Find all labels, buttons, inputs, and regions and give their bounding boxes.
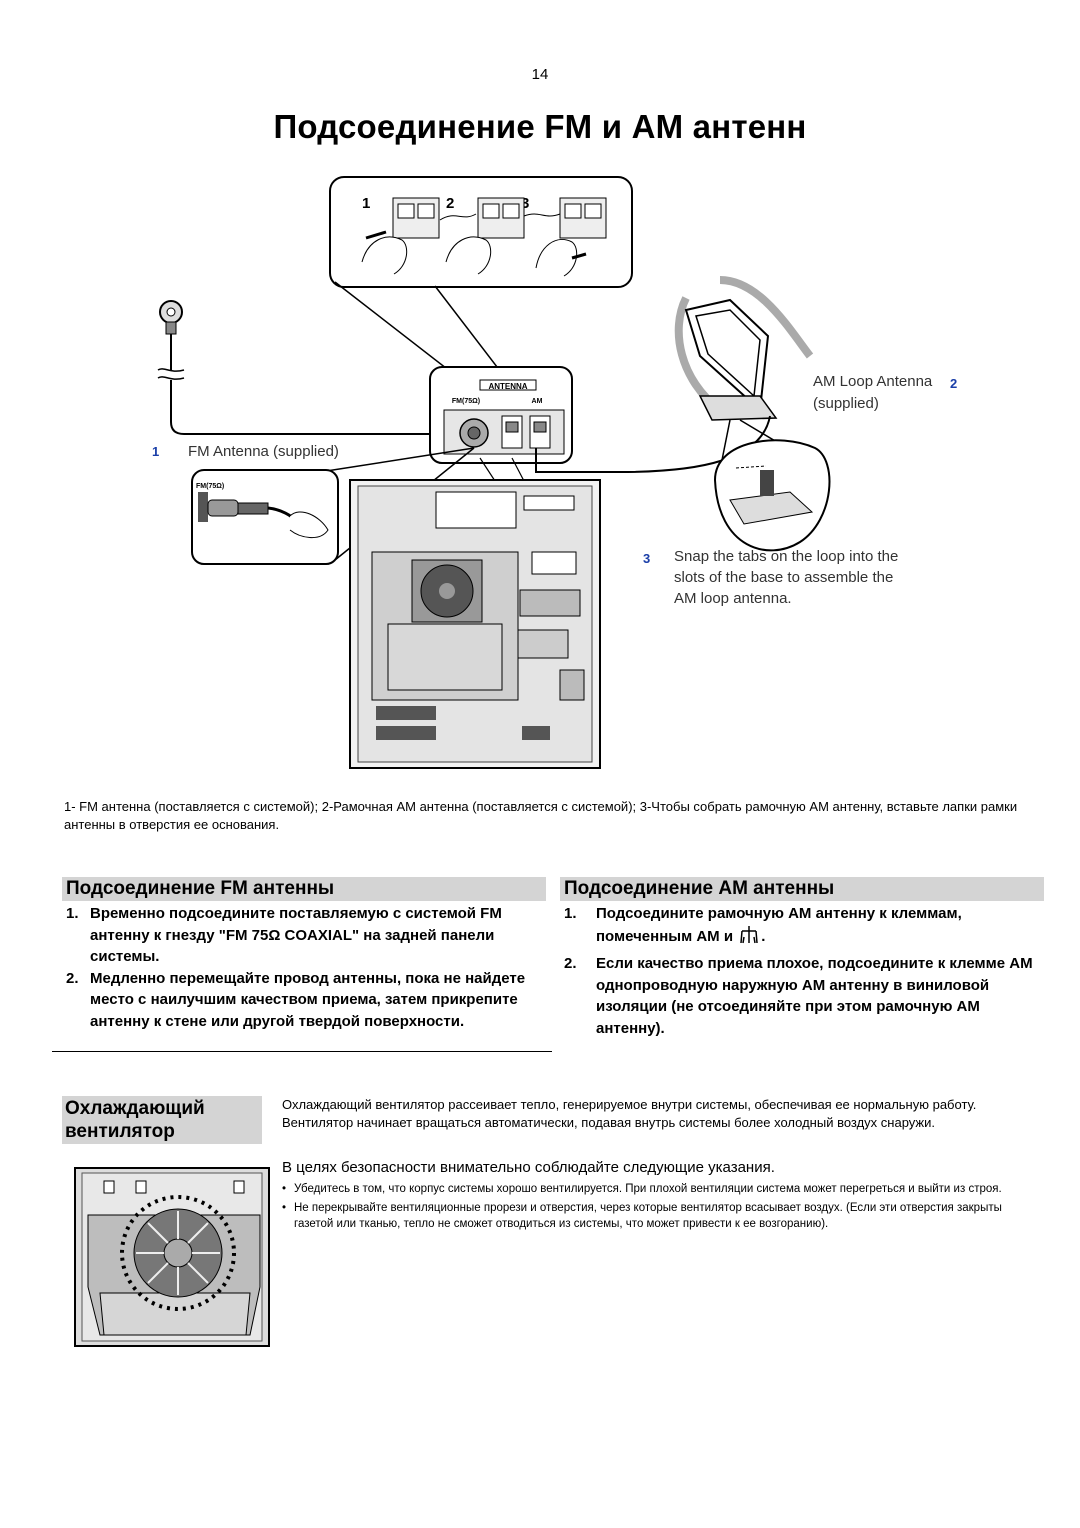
safety-bullets: Убедитесь в том, что корпус системы хоро…: [282, 1181, 1042, 1235]
am-loop-label-line2: (supplied): [813, 395, 879, 412]
step-number: 1.: [66, 905, 79, 922]
fm-step: 2. Медленно перемещайте провод антенны, …: [62, 968, 550, 1033]
step-number-2: 2: [446, 195, 454, 212]
safety-bullet: Убедитесь в том, что корпус системы хоро…: [282, 1181, 1042, 1198]
step-number-3: 3: [521, 195, 529, 212]
callout-number-1: 1: [152, 444, 159, 459]
callout-number-2: 2: [950, 376, 957, 391]
fm-section-heading: Подсоединение FM антенны: [62, 877, 546, 901]
am-step: 2. Если качество приема плохое, подсоеди…: [560, 953, 1050, 1039]
antenna-connection-diagram: 1 2 3 1 FM Antenna (supplied): [152, 176, 957, 769]
unit-rear-panel: [349, 457, 601, 769]
am-loop-antenna: [535, 276, 814, 473]
page-number: 14: [531, 66, 549, 83]
step-text-end: .: [761, 927, 766, 945]
safety-bullet: Не перекрывайте вентиляционные прорези и…: [282, 1200, 1042, 1233]
fm-steps-list: 1. Временно подсоедините поставляемую с …: [62, 903, 550, 1032]
am-section-heading: Подсоединение AM антенны: [560, 877, 1044, 901]
cooling-fan-illustration: [74, 1167, 270, 1347]
assembly-note-line3: AM loop antenna.: [674, 590, 792, 607]
antenna-terminal-panel: ANTENNA FM(75Ω) AM: [429, 366, 573, 464]
panel-label-am: AM: [532, 398, 543, 405]
fan-section-heading: Охлаждающий вентилятор: [62, 1096, 262, 1144]
fm-step: 1. Временно подсоедините поставляемую с …: [62, 903, 550, 968]
step-text: Если качество приема плохое, подсоединит…: [596, 955, 1033, 1037]
step-number: 2.: [66, 969, 79, 987]
step-number-1: 1: [362, 195, 370, 212]
fan-description: Охлаждающий вентилятор рассеивает тепло,…: [282, 1097, 977, 1130]
panel-label-antenna: ANTENNA: [488, 382, 527, 391]
ground-terminal-icon: [740, 925, 758, 943]
step-text: Подсоедините рамочную AM антенну к клемм…: [596, 905, 962, 945]
callout-number-3: 3: [643, 551, 650, 566]
step-number: 2.: [564, 955, 577, 972]
panel-label-fm: FM(75Ω): [452, 398, 480, 405]
clip-steps-callout: 1 2 3: [329, 176, 633, 288]
fm-antenna-wire: [157, 300, 470, 435]
step-number: 1.: [564, 905, 577, 922]
am-base-inset: [713, 419, 831, 552]
page-title: Подсоединение FM и AM антенн: [273, 108, 807, 145]
section-divider: [52, 1051, 552, 1052]
am-steps-list: 1. Подсоедините рамочную AM антенну к кл…: [560, 903, 1050, 1039]
assembly-note-line1: Snap the tabs on the loop into the: [674, 548, 898, 565]
am-step: 1. Подсоедините рамочную AM антенну к кл…: [560, 903, 1050, 947]
inset-label-fm: FM(75Ω): [196, 483, 224, 490]
step-text: Временно подсоедините поставляемую с сис…: [90, 905, 502, 965]
am-loop-label-line1: AM Loop Antenna: [813, 373, 933, 390]
fm-antenna-label: FM Antenna (supplied): [188, 443, 339, 460]
safety-intro: В целях безопасности внимательно соблюда…: [282, 1159, 775, 1176]
figure-caption: 1- FM антенна (поставляется с системой);…: [64, 799, 1018, 832]
step-text: Медленно перемещайте провод антенны, пок…: [90, 969, 526, 1030]
assembly-note-line2: slots of the base to assemble the: [674, 569, 893, 586]
